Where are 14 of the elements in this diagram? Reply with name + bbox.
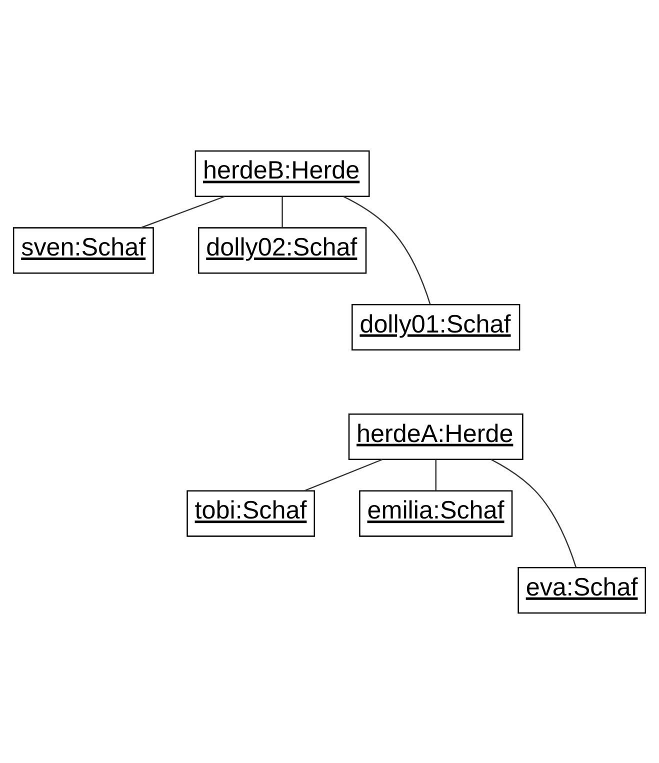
connector bbox=[343, 196, 431, 304]
connector bbox=[282, 196, 283, 228]
connector bbox=[304, 458, 383, 491]
node-box: herdeA:Herde bbox=[348, 412, 524, 460]
node-box: dolly02:Schaf bbox=[198, 226, 367, 274]
node-box: sven:Schaf bbox=[12, 226, 154, 274]
connector bbox=[435, 459, 436, 490]
node-box: dolly01:Schaf bbox=[352, 303, 520, 350]
connector bbox=[490, 458, 577, 568]
node-box: eva:Schaf bbox=[518, 566, 646, 614]
node-box: tobi:Schaf bbox=[186, 490, 316, 536]
node-box: herdeB:Herde bbox=[194, 150, 370, 196]
connector bbox=[140, 195, 225, 228]
node-box: emilia:Schaf bbox=[359, 490, 513, 536]
